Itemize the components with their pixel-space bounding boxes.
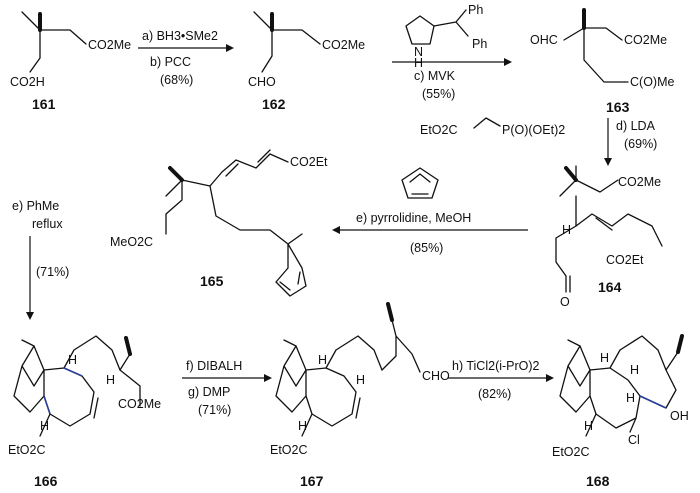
c163-number: 163 [606,99,630,115]
step-d-arrowhead [604,158,612,166]
c167-h1: H [318,353,327,367]
catalyst-nh: N [414,45,423,59]
step-c-yield: (55%) [422,87,455,101]
catalyst-ph-1: Ph [468,3,483,17]
step-d-reagent: EtO2C [420,123,458,137]
c168-h1: H [600,351,609,365]
c168-h2: H [630,363,639,377]
c168-number: 168 [586,473,610,489]
c167-h3: H [298,419,307,433]
c168-h4: H [584,419,593,433]
step-e2-arrowhead [26,312,34,320]
step-e-arrowhead [332,226,340,234]
step-d-label: d) LDA [616,119,656,133]
c164-h: H [562,223,571,237]
step-h-arrowhead [546,374,554,382]
c168-ethyl-ester: EtO2C [552,445,590,459]
step-e-label: e) pyrrolidine, MeOH [356,211,471,225]
c166-h3: H [40,419,49,433]
c167-ethyl-ester: EtO2C [270,443,308,457]
compound-164: CO2Me H CO2Et O 164 [555,165,663,309]
c165-number: 165 [200,273,224,289]
c165-methyl-ester: MeO2C [110,235,153,249]
c162-number: 162 [262,96,286,112]
c168-cl: Cl [628,433,640,447]
catalyst-diphenylprolinol: N H Ph Ph [405,3,487,70]
c163-ketone: C(O)Me [630,75,674,89]
step-d-yield: (69%) [624,137,657,151]
catalyst-h: H [414,56,423,70]
c167-number: 167 [300,473,324,489]
step-f-label: f) DIBALH [186,359,242,373]
cyclopentadiene-reagent [401,167,439,199]
step-fg-yield: (71%) [198,403,231,417]
step-ab-arrowhead [226,44,234,52]
c163-ester: CO2Me [624,33,667,47]
c167-h2: H [356,373,365,387]
compound-168: H H H H OH Cl EtO2C 168 [552,334,689,489]
step-e-cyclization: e) PhMe reflux (71%) [12,199,69,320]
c164-ethyl-ester: CO2Et [606,253,644,267]
c161-acid: CO2H [10,75,45,89]
compound-161: CO2Me CO2H 161 [10,11,131,112]
catalyst-ph-2: Ph [472,37,487,51]
step-e-condensation: e) pyrrolidine, MeOH (85%) [332,211,528,255]
step-h-label: h) TiCl2(i-PrO)2 [452,359,540,373]
step-d-phosphonate: P(O)(OEt)2 [502,123,565,137]
step-e2-solvent: e) PhMe [12,199,59,213]
c163-aldehyde: OHC [530,33,558,47]
step-h: h) TiCl2(i-PrO)2 (82%) [448,359,554,401]
c161-ester: CO2Me [88,38,131,52]
c164-number: 164 [598,279,622,295]
c164-ester: CO2Me [618,175,661,189]
step-ab-yield: (68%) [160,73,193,87]
c168-h3: H [626,391,635,405]
step-g-label: g) DMP [188,385,230,399]
step-e2-temp: reflux [32,217,63,231]
step-c-arrowhead [504,58,512,66]
step-c-label: c) MVK [414,69,456,83]
c166-h1: H [68,353,77,367]
c166-h2: H [106,373,115,387]
step-a-label: a) BH3•SMe2 [142,29,218,43]
c168-oh: OH [670,409,689,423]
step-ab: a) BH3•SMe2 b) PCC (68%) [138,29,234,87]
c164-oxygen: O [560,295,570,309]
c166-ester: CO2Me [118,397,161,411]
compound-165: CO2Et MeO2C 165 [110,149,328,297]
c166-ethyl-ester: EtO2C [8,443,46,457]
step-b-label: b) PCC [150,55,191,69]
c167-aldehyde: CHO [422,369,450,383]
c165-ethyl-ester: CO2Et [290,155,328,169]
step-e-yield: (85%) [410,241,443,255]
c161-number: 161 [32,96,56,112]
step-fg: f) DIBALH g) DMP (71%) [182,359,272,417]
step-d: EtO2C P(O)(OEt)2 d) LDA (69%) [420,117,657,166]
compound-167: H H H CHO EtO2C 167 [270,302,450,489]
c162-ester: CO2Me [322,38,365,52]
step-c: c) MVK (55%) [392,58,512,101]
compound-163: OHC CO2Me C(O)Me 163 [530,8,674,115]
c166-number: 166 [34,473,58,489]
step-h-yield: (82%) [478,387,511,401]
compound-166: H H H CO2Me EtO2C 166 [8,335,161,489]
step-e2-yield: (71%) [36,265,69,279]
c162-aldehyde: CHO [248,75,276,89]
step-fg-arrowhead [264,374,272,382]
compound-162: CO2Me CHO 162 [248,11,365,112]
